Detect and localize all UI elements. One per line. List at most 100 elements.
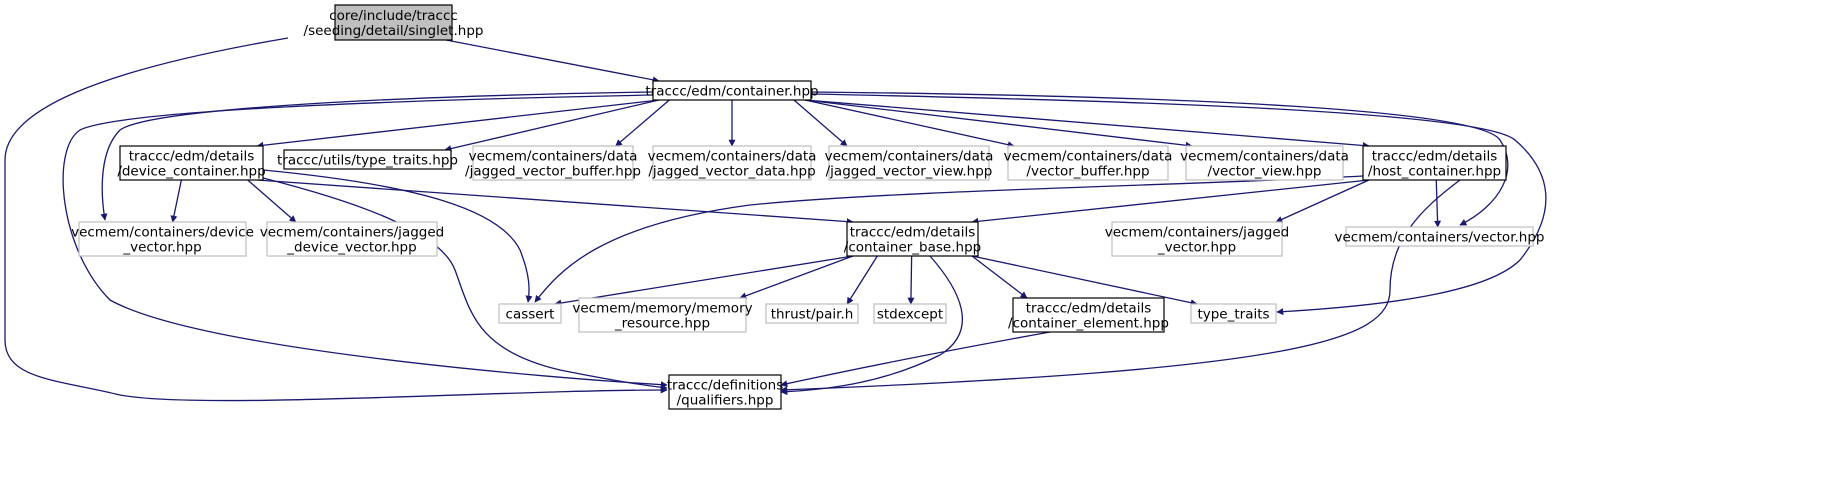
node-label-line: cassert: [506, 307, 555, 323]
edge-container-to-vector-hpp: [810, 91, 1509, 226]
node-label-line: stdexcept: [877, 307, 943, 323]
node-cassert: cassert: [498, 303, 562, 324]
node-label-line: vecmem/memory/memory: [572, 301, 752, 317]
node-box: [472, 145, 634, 181]
node-device-container[interactable]: traccc/edm/details/device_container.hpp: [117, 145, 266, 181]
edge-device-container-to-container-base: [256, 179, 854, 226]
node-memory-resource: vecmem/memory/memory_resource.hpp: [572, 297, 753, 333]
node-label-line: /vector_view.hpp: [1208, 164, 1322, 180]
edge-container-to-jagged-vector-view: [793, 99, 848, 147]
edge-host-container-to-jagged-vector: [1275, 179, 1370, 223]
node-vector-buffer: vecmem/containers/data/vector_buffer.hpp: [1004, 145, 1172, 181]
node-box: [873, 303, 947, 324]
edge-container-base-to-qualifiers: [780, 255, 964, 396]
edge-host-container-to-qualifiers: [780, 179, 1461, 394]
node-label-line: /host_container.hpp: [1368, 164, 1501, 180]
node-label-line: _vector.hpp: [1157, 240, 1236, 256]
node-type-traits: type_traits: [1190, 303, 1277, 324]
node-label-line: _resource.hpp: [614, 316, 710, 332]
node-label-line: /qualifiers.hpp: [677, 393, 774, 409]
node-vector-hpp: vecmem/containers/vector.hpp: [1335, 226, 1545, 247]
edge-singlet-to-container: [445, 39, 660, 84]
node-label-line: vecmem/containers/jagged: [260, 225, 444, 241]
node-jagged-vector-view: vecmem/containers/data/jagged_vector_vie…: [825, 145, 994, 181]
node-label-line: /container_element.hpp: [1008, 316, 1169, 332]
node-container-base[interactable]: traccc/edm/details/container_base.hpp: [844, 221, 981, 257]
edge-singlet-to-qualifiers: [4, 37, 668, 402]
edge-host-container-to-container-base: [971, 179, 1370, 225]
edge-container-base-to-type-traits: [971, 255, 1198, 307]
edges-layer: [4, 37, 1547, 402]
node-box: [1185, 145, 1344, 181]
node-label-line: traccc/edm/details: [1372, 149, 1497, 165]
node-label-line: traccc/edm/details: [1026, 301, 1151, 317]
node-jagged-vector: vecmem/containers/jagged_vector.hpp: [1105, 221, 1289, 257]
node-label-line: _vector.hpp: [122, 240, 201, 256]
node-label-line: traccc/edm/details: [129, 149, 254, 165]
node-device-vector: vecmem/containers/device_vector.hpp: [71, 221, 254, 257]
edge-container-base-to-container-element: [971, 255, 1028, 299]
node-label-line: traccc/edm/details: [850, 225, 975, 241]
node-jagged-vector-buffer: vecmem/containers/data/jagged_vector_buf…: [465, 145, 641, 181]
node-qualifiers[interactable]: traccc/definitions/qualifiers.hpp: [667, 374, 784, 410]
edge-container-element-to-qualifiers: [780, 331, 1051, 388]
node-box: [119, 145, 264, 181]
node-box: [283, 149, 452, 170]
edge-container-to-vector-view: [804, 99, 1193, 149]
node-stdexcept: stdexcept: [873, 303, 947, 324]
edge-host-container-to-cassert: [534, 175, 1364, 303]
node-label-line: vecmem/containers/data: [469, 149, 638, 165]
node-label-line: thrust/pair.h: [771, 307, 854, 323]
edge-host-container-to-vector-hpp: [1434, 179, 1442, 228]
node-host-container[interactable]: traccc/edm/details/host_container.hpp: [1362, 145, 1507, 181]
node-box: [828, 145, 990, 181]
node-box: [1012, 297, 1165, 333]
edge-container-to-type-traits-hpp: [444, 99, 660, 152]
edge-container-base-to-stdexcept: [907, 255, 915, 305]
node-label-line: /device_container.hpp: [117, 164, 265, 180]
node-container[interactable]: traccc/edm/container.hpp: [645, 80, 819, 101]
node-label-line: vecmem/containers/device: [71, 225, 254, 241]
node-box: [334, 4, 453, 41]
node-box: [765, 303, 859, 324]
edge-container-to-qualifiers: [62, 94, 668, 389]
edge-container-base-to-memory-resource: [739, 255, 854, 300]
node-thrust-pair: thrust/pair.h: [765, 303, 859, 324]
node-box: [1007, 145, 1169, 181]
node-type-traits-hpp[interactable]: traccc/utils/type_traits.hpp: [277, 149, 458, 170]
node-box: [1111, 221, 1283, 257]
node-box: [1345, 226, 1534, 247]
node-label-line: traccc/utils/type_traits.hpp: [277, 153, 458, 169]
node-box: [1362, 145, 1507, 181]
node-jagged-device-vector: vecmem/containers/jagged_device_vector.h…: [260, 221, 444, 257]
node-label-line: vecmem/containers/data: [1180, 149, 1349, 165]
node-label-line: /container_base.hpp: [844, 240, 981, 256]
node-label-line: _device_vector.hpp: [286, 240, 416, 256]
node-label-line: /jagged_vector_buffer.hpp: [465, 164, 641, 180]
edge-device-container-to-cassert: [262, 169, 533, 303]
node-container-element[interactable]: traccc/edm/details/container_element.hpp: [1008, 297, 1169, 333]
edge-container-to-jagged-vector-buffer: [615, 99, 670, 147]
node-box: [578, 297, 747, 333]
node-label-line: vecmem/containers/jagged: [1105, 225, 1289, 241]
node-label-line: vecmem/containers/data: [825, 149, 994, 165]
edge-container-to-type-traits: [810, 93, 1547, 316]
edge-container-base-to-cassert: [554, 255, 854, 307]
node-label-line: traccc/edm/container.hpp: [645, 84, 818, 100]
node-box: [668, 374, 782, 410]
node-box: [498, 303, 562, 324]
node-label-line: /jagged_vector_view.hpp: [826, 164, 993, 180]
node-box: [652, 145, 812, 181]
node-vector-view: vecmem/containers/data/vector_view.hpp: [1180, 145, 1349, 181]
edge-device-container-to-qualifiers: [262, 177, 668, 391]
edge-device-container-to-jagged-device-vector: [247, 179, 297, 223]
edge-container-to-host-container: [804, 99, 1370, 149]
node-singlet[interactable]: core/include/traccc/seeding/detail/singl…: [304, 4, 484, 41]
edge-container-base-to-thrust-pair: [846, 255, 878, 305]
edge-device-container-to-device-vector: [170, 179, 182, 223]
node-box: [78, 221, 247, 257]
node-box: [846, 221, 979, 257]
node-box: [1190, 303, 1277, 324]
node-jagged-vector-data: vecmem/containers/data/jagged_vector_dat…: [648, 145, 816, 181]
